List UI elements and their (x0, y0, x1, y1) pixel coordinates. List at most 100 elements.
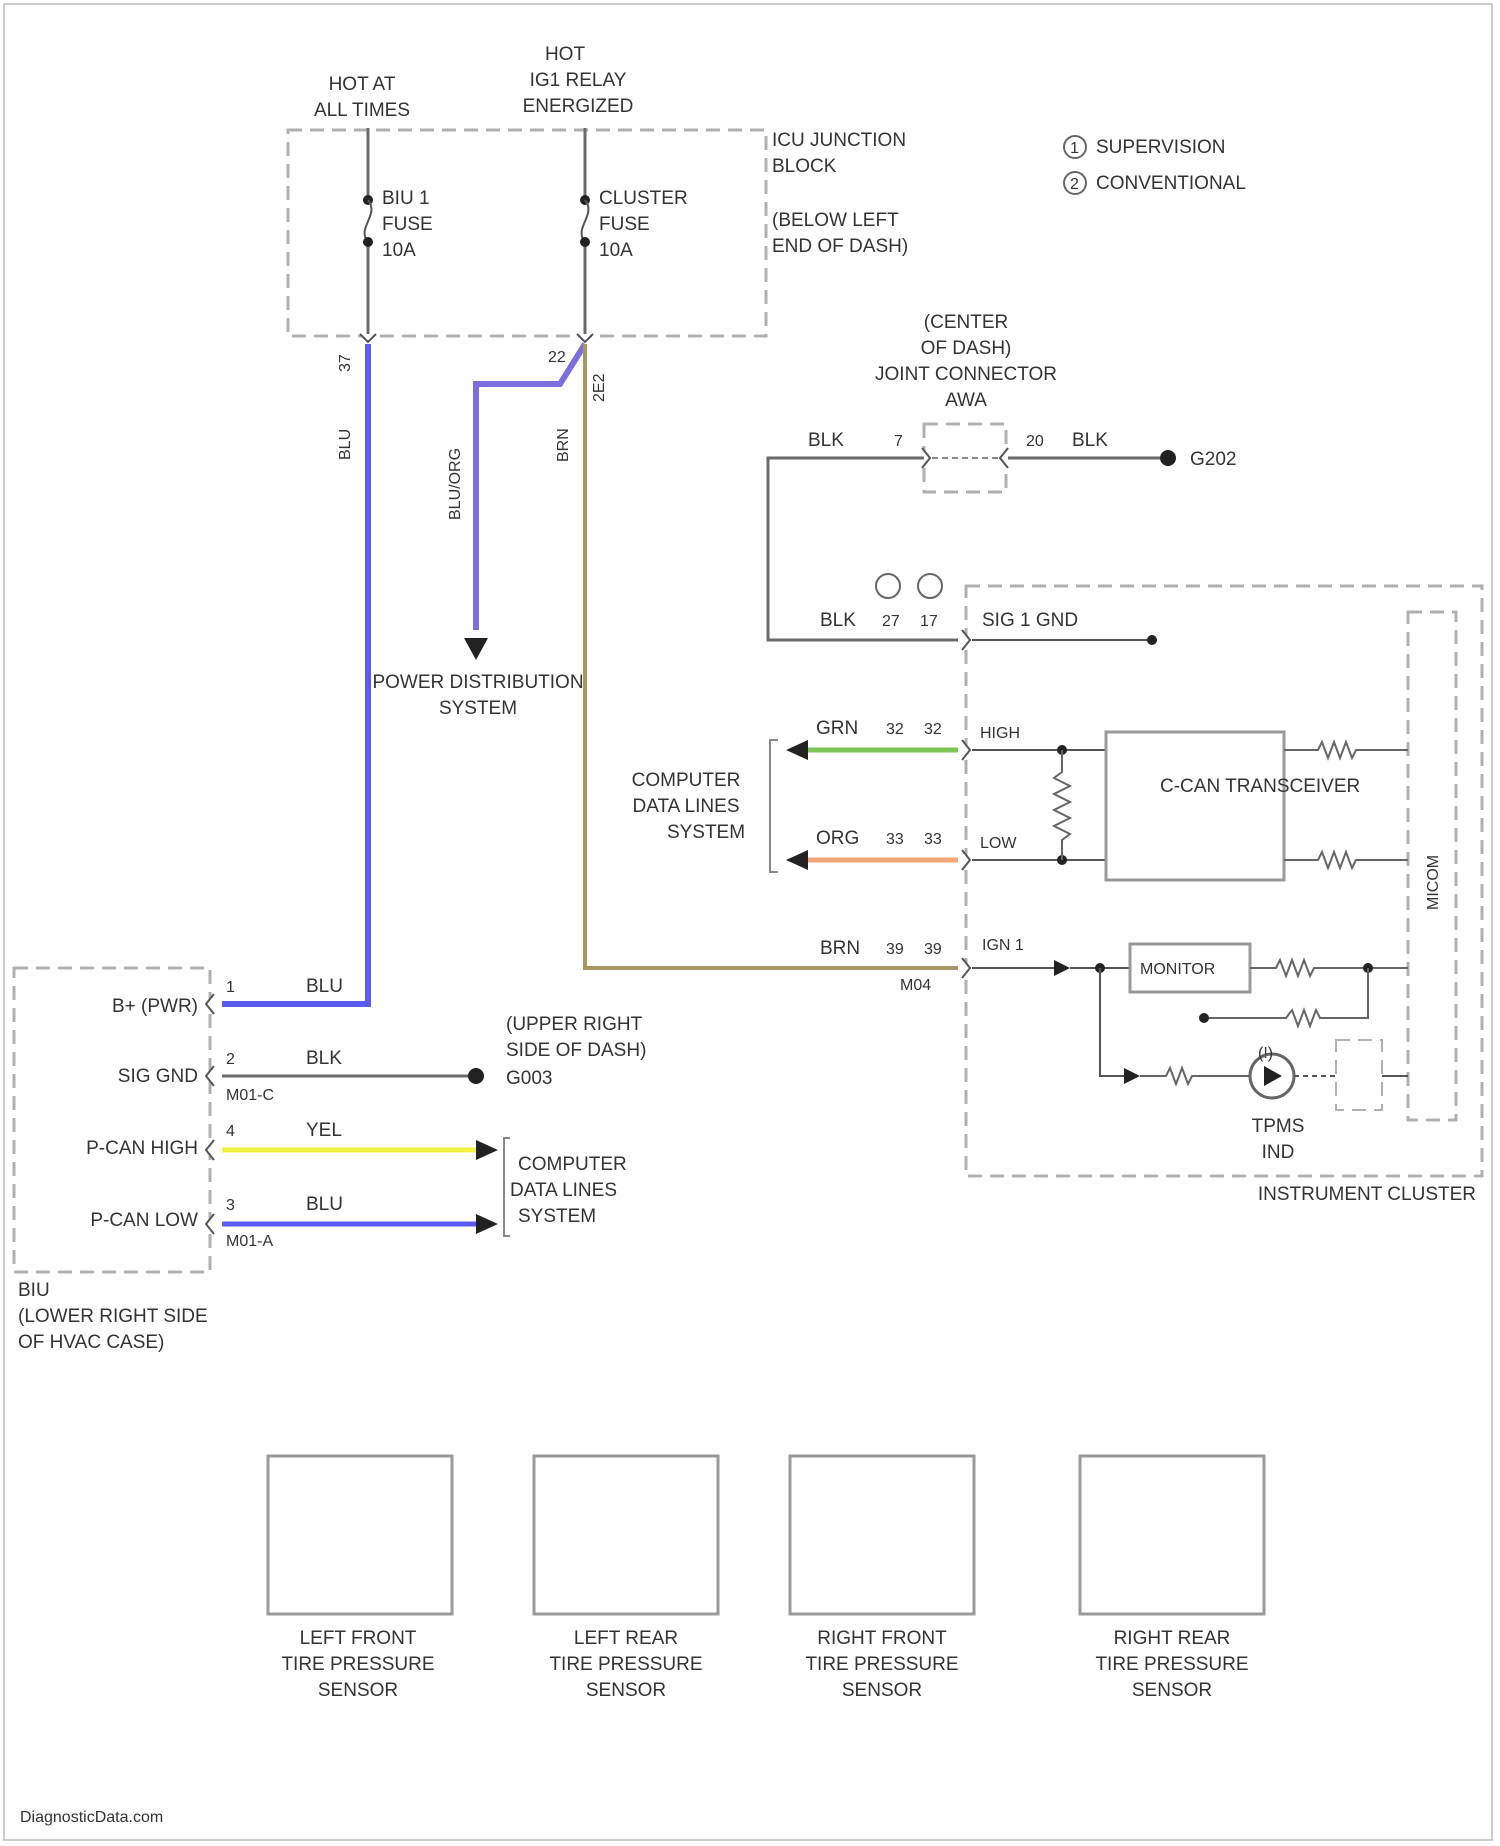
c-can-transceiver-label: C-CAN TRANSCEIVER (1160, 776, 1360, 797)
monitor-label: MONITOR (1140, 961, 1215, 978)
legend-supervision: SUPERVISION (1096, 137, 1226, 158)
biu-pin-4-label: 4 (226, 1123, 235, 1140)
joint-connector-line1: (CENTER (924, 312, 1008, 333)
fuse-1-name: BIU 1 (382, 188, 430, 209)
low-pin2: 33 (924, 831, 942, 848)
transceiver-low-resistor-icon (1284, 852, 1408, 868)
biu-title: BIU (18, 1280, 50, 1301)
joint-right-wire-label: BLK (1072, 430, 1108, 451)
biu-pcan-low-label: P-CAN LOW (90, 1210, 198, 1231)
joint-connector-line4: AWA (945, 390, 987, 411)
ign-connector-label: M04 (900, 977, 931, 994)
high-label: HIGH (980, 725, 1020, 742)
hot-at-all-times-line1: HOT AT (329, 74, 396, 95)
biu-pcan-high-label: P-CAN HIGH (86, 1138, 198, 1159)
pin-2e2-label: 2E2 (591, 373, 608, 402)
org-arrow-left-icon (786, 850, 808, 870)
sensor-right-front-box (790, 1456, 974, 1614)
junction-block-box (288, 130, 766, 336)
sensor-left-rear-line3: SENSOR (586, 1680, 666, 1701)
pin-22-icon (577, 334, 593, 342)
pin-22-label: 22 (548, 349, 566, 366)
c-can-transceiver-box (1106, 732, 1284, 880)
biu-connector-m01a: M01-A (226, 1233, 273, 1250)
biu-location-1: (LOWER RIGHT SIDE (18, 1306, 208, 1327)
hot-relay-line1: HOT (545, 44, 586, 65)
ign-pin2: 39 (924, 941, 942, 958)
tpms-diode-icon (1124, 1068, 1140, 1084)
sensor-left-rear-line2: TIRE PRESSURE (549, 1654, 702, 1675)
high-pin1: 32 (886, 721, 904, 738)
biu-pin-1-label: 1 (226, 979, 235, 996)
biu-row3-wire-label: YEL (306, 1120, 342, 1141)
fuse-2-name: CLUSTER (599, 188, 688, 209)
low-pin1: 33 (886, 831, 904, 848)
sensor-right-rear: RIGHT REAR TIRE PRESSURE SENSOR (1080, 1456, 1264, 1701)
tpms-branch-line (1100, 968, 1124, 1076)
ground-g202-label: G202 (1190, 449, 1236, 470)
sensor-left-front-line1: LEFT FRONT (300, 1628, 417, 1649)
sensor-right-front: RIGHT FRONT TIRE PRESSURE SENSOR (790, 1456, 974, 1701)
feedback-node (1199, 1013, 1209, 1023)
sensor-right-rear-box (1080, 1456, 1264, 1614)
sensor-right-rear-line2: TIRE PRESSURE (1095, 1654, 1248, 1675)
fuse-1-type: FUSE (382, 214, 433, 235)
fuse-1-rating: 10A (382, 240, 416, 261)
fuse-1-icon (360, 195, 376, 247)
ground-g003-icon (468, 1068, 484, 1084)
monitor-resistor-icon (1250, 960, 1408, 976)
grn-arrow-left-icon (786, 740, 808, 760)
sig-gnd-node (1147, 635, 1157, 645)
cluster-computer-lines-1: COMPUTER (632, 770, 741, 791)
ign-diode-icon (1054, 960, 1070, 976)
fuse-2-type: FUSE (599, 214, 650, 235)
sensor-right-rear-line3: SENSOR (1132, 1680, 1212, 1701)
pin-37-label: 37 (337, 354, 354, 372)
tpms-lamp-symbol: (!) (1258, 1045, 1273, 1062)
sensor-left-rear: LEFT REAR TIRE PRESSURE SENSOR (534, 1456, 718, 1701)
wire-brn-label: BRN (555, 428, 572, 462)
biu-b-pwr-label: B+ (PWR) (112, 996, 198, 1017)
yel-arrow-right-icon (476, 1140, 498, 1160)
power-distribution-line1: POWER DISTRIBUTION (372, 672, 583, 693)
sig-gnd-symbol-1-icon (876, 574, 900, 598)
biu-location-2: OF HVAC CASE) (18, 1332, 164, 1353)
legend-symbol-2: 2 (1070, 176, 1079, 193)
biu-sig-gnd-label: SIG GND (118, 1066, 198, 1087)
transceiver-high-resistor-icon (1284, 742, 1408, 758)
blu-arrow-right-icon (476, 1214, 498, 1234)
sig-gnd-symbol-2-icon (918, 574, 942, 598)
power-labels: HOT AT ALL TIMES HOT IG1 RELAY ENERGIZED (314, 44, 633, 121)
sensor-left-front-line2: TIRE PRESSURE (281, 1654, 434, 1675)
sensor-right-rear-line1: RIGHT REAR (1114, 1628, 1231, 1649)
cluster-computer-lines-2: DATA LINES (633, 796, 740, 817)
ign-wire-label: BRN (820, 938, 860, 959)
junction-block-line3: (BELOW LEFT (772, 210, 899, 231)
legend-symbol-1: 1 (1070, 140, 1079, 157)
joint-connector-line3: JOINT CONNECTOR (875, 364, 1057, 385)
joint-pin-7-label: 7 (894, 433, 903, 450)
tpms-ind-label: IND (1262, 1142, 1295, 1163)
sig-gnd-label: SIG 1 GND (982, 610, 1078, 631)
power-distribution-line2: SYSTEM (439, 698, 517, 719)
biu-row4-wire-label: BLU (306, 1194, 343, 1215)
sensor-right-front-line3: SENSOR (842, 1680, 922, 1701)
wire-blu-org (476, 344, 585, 630)
joint-connector-line2: OF DASH) (921, 338, 1012, 359)
biu-rows: B+ (PWR) SIG GND P-CAN HIGH P-CAN LOW (86, 996, 198, 1231)
org-wire-label: ORG (816, 828, 859, 849)
sensor-left-rear-line1: LEFT REAR (574, 1628, 678, 1649)
micom-label: MICOM (1425, 855, 1442, 910)
biu-row2-wire-label: BLK (306, 1048, 342, 1069)
biu-computer-lines-2: DATA LINES (510, 1180, 617, 1201)
sensor-left-front-box (268, 1456, 452, 1614)
computer-lines-bracket (770, 740, 778, 872)
junction-block-line1: ICU JUNCTION (772, 130, 906, 151)
joint-pin-20-icon (1000, 448, 1008, 468)
biu-pin-2-label: 2 (226, 1051, 235, 1068)
cluster-computer-lines-3: SYSTEM (667, 822, 745, 843)
sensor-left-rear-box (534, 1456, 718, 1614)
ign-label: IGN 1 (982, 937, 1024, 954)
biu-computer-lines-1: COMPUTER (518, 1154, 627, 1175)
